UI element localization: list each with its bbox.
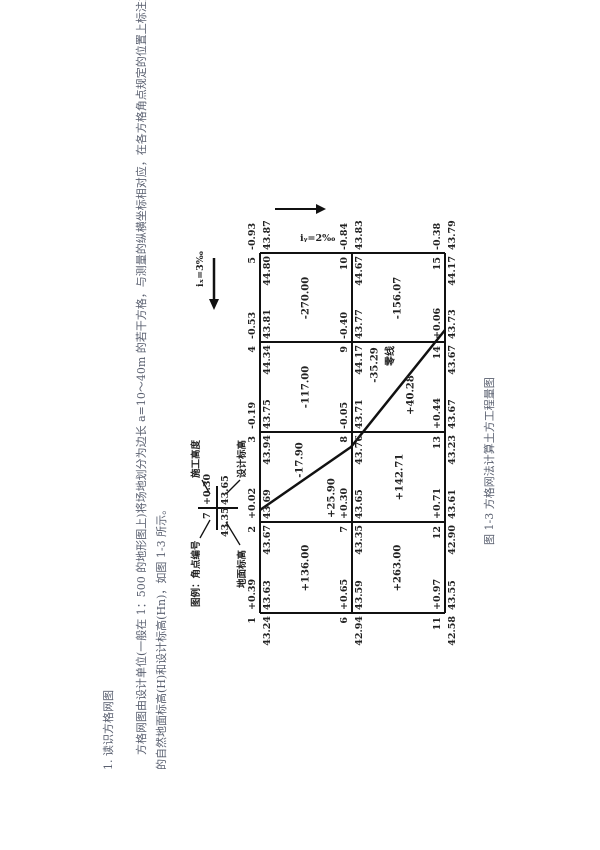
corner-design-elevation: 43.55: [447, 580, 458, 610]
corner-number: 14: [432, 346, 443, 360]
slope-x-label: iₓ=3‰: [195, 251, 206, 287]
corner-ground-elevation: 44.67: [354, 256, 365, 286]
cell-volume-7-fill: +40.28: [405, 375, 417, 415]
corner-construction-height: +0.97: [432, 578, 443, 610]
corner-number: 15: [432, 257, 443, 271]
corner-ground-elevation: 43.24: [262, 616, 273, 646]
cell-volume-5: +263.00: [392, 544, 404, 592]
corner-construction-height: +0.71: [432, 487, 443, 519]
corner-ground-elevation: 42.90: [447, 525, 458, 555]
cell-volume-4: -270.00: [300, 276, 312, 320]
cell-volume-6: +142.71: [394, 453, 406, 501]
corner-design-elevation: 43.65: [354, 489, 365, 519]
corner-ground-elevation: 43.67: [447, 345, 458, 375]
cell-volume-7-cut: -35.29: [369, 347, 381, 383]
legend-construction-height: 施工高度: [191, 439, 202, 478]
corner-design-elevation: 43.75: [262, 399, 273, 429]
corner-number: 8: [339, 436, 350, 443]
legend-sample-number: 7: [202, 512, 213, 519]
slope-y-arrow: [275, 204, 326, 214]
corner-ground-elevation: 43.35: [354, 525, 365, 555]
cell-volume-8: -156.07: [392, 276, 404, 320]
corner-number: 2: [247, 526, 258, 533]
corner-design-elevation: 43.87: [262, 220, 273, 250]
slope-y-label: iᵧ=2‰: [300, 233, 336, 244]
corner-construction-height: +0.39: [247, 578, 258, 610]
corner-ground-elevation: 44.17: [447, 256, 458, 286]
corner-number: 7: [339, 526, 350, 533]
corner-design-elevation: 43.69: [262, 489, 273, 519]
corner-design-elevation: 43.61: [447, 489, 458, 519]
corner-construction-height: +0.06: [432, 307, 443, 339]
corner-design-elevation: 43.71: [354, 399, 365, 429]
corner-design-elevation: 43.59: [354, 580, 365, 610]
corner-design-elevation: 43.83: [354, 220, 365, 250]
corner-construction-height: -0.40: [339, 311, 350, 339]
corner-number: 9: [339, 346, 350, 353]
corner-construction-height: +0.30: [339, 487, 350, 519]
legend-cross: [198, 479, 241, 546]
corner-construction-height: -0.84: [339, 222, 350, 250]
corner-number: 1: [247, 617, 258, 624]
cell-volume-2-fill: +25.90: [326, 478, 338, 518]
zero-line: [259, 329, 446, 512]
legend-sample-design: 43.65: [220, 475, 231, 505]
corner-construction-height: +0.44: [432, 397, 443, 429]
corner-number: 13: [432, 436, 443, 450]
corner-ground-elevation: 42.58: [447, 616, 458, 646]
cell-volume-3: -117.00: [300, 365, 312, 409]
legend-sample-height: +0.30: [202, 473, 213, 505]
cell-volume-2-cut: -17.90: [294, 442, 306, 478]
corner-ground-elevation: 43.23: [447, 435, 458, 465]
corner-number: 5: [247, 257, 258, 264]
corner-number: 3: [247, 436, 258, 443]
legend-title: 图例：角点编号: [191, 540, 202, 607]
corner-construction-height: -0.05: [339, 401, 350, 429]
corner-construction-height: +0.02: [247, 487, 258, 519]
corner-number: 12: [432, 526, 443, 540]
corner-design-elevation: 43.67: [447, 399, 458, 429]
zero-line-label: 零线: [385, 346, 397, 366]
corner-construction-height: -0.19: [247, 401, 258, 429]
corner-ground-elevation: 42.94: [354, 616, 365, 646]
corner-number: 6: [339, 617, 350, 624]
corner-construction-height: -0.93: [247, 222, 258, 250]
corner-ground-elevation: 43.94: [262, 435, 273, 465]
corner-construction-height: -0.38: [432, 222, 443, 250]
corner-ground-elevation: 43.67: [262, 525, 273, 555]
corner-design-elevation: 43.63: [262, 580, 273, 610]
corner-number: 11: [432, 617, 443, 631]
slope-x-arrow: [209, 258, 219, 310]
cell-volume-1: +136.00: [300, 544, 312, 592]
corner-construction-height: -0.53: [247, 311, 258, 339]
corner-design-elevation: 43.73: [447, 309, 458, 339]
corner-number: 4: [247, 346, 258, 353]
corner-design-elevation: 43.79: [447, 220, 458, 250]
figure-caption: 图 1-3 方格网法计算土方工程量图: [483, 377, 496, 545]
corner-design-elevation: 43.81: [262, 309, 273, 339]
legend-design-elevation: 设计标高: [237, 439, 248, 478]
corner-ground-elevation: 44.34: [262, 345, 273, 375]
corner-number: 10: [339, 257, 350, 271]
legend-sample-ground: 43.35: [220, 507, 231, 537]
corner-construction-height: +0.65: [339, 578, 350, 610]
corner-ground-elevation: 44.80: [262, 256, 273, 286]
corner-ground-elevation: 44.17: [354, 345, 365, 375]
corner-ground-elevation: 43.76: [354, 435, 365, 465]
corner-design-elevation: 43.77: [354, 309, 365, 339]
